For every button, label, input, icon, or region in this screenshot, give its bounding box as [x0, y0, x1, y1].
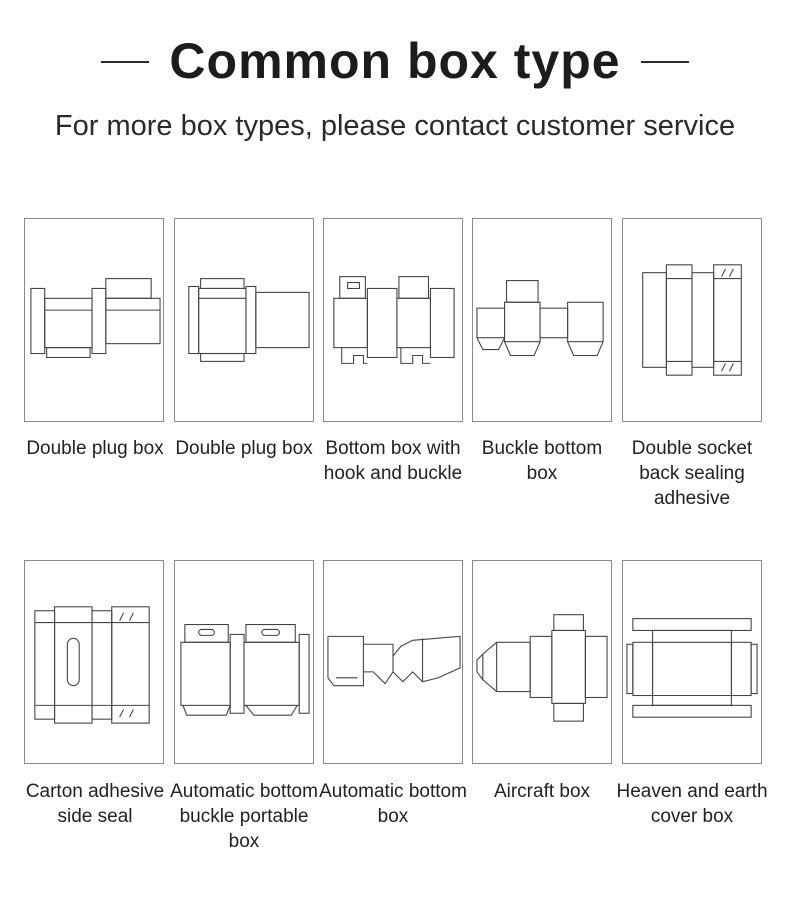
box-label: Double plug box: [26, 438, 164, 459]
title-divider-right: [641, 61, 689, 63]
page-subtitle: For more box types, please contact custo…: [54, 110, 736, 142]
box-card-cover: [622, 560, 762, 764]
double-plug-box-diagram-alt-icon: [188, 278, 310, 362]
double-plug-box-diagram-icon: [30, 278, 161, 358]
box-label: Double socket back sealing adhesive: [631, 438, 753, 509]
box-label: Bottom box with hook and buckle: [323, 438, 463, 484]
double-socket-box-diagram-icon: [642, 264, 742, 376]
box-label: Carton adhesive side seal: [25, 781, 165, 827]
cover-box-diagram-icon: [626, 618, 758, 718]
title-row: Common box type: [0, 30, 790, 92]
box-label: Heaven and earth cover box: [616, 781, 768, 827]
box-card-aircraft: [472, 560, 612, 764]
box-label: Automatic bottom box: [319, 781, 467, 827]
hook-buckle-bottom-box-diagram-icon: [333, 276, 455, 364]
box-card-hook-buckle: [323, 218, 463, 422]
box-card-automatic-bottom: [323, 560, 463, 764]
page-title: Common box type: [169, 33, 621, 89]
box-card-side-seal: [24, 560, 164, 764]
box-card-buckle-bottom: [472, 218, 612, 422]
side-seal-carton-diagram-icon: [34, 606, 150, 724]
box-label: Aircraft box: [493, 781, 591, 802]
portable-box-diagram-icon: [180, 624, 310, 716]
box-card-double-plug-2: [174, 218, 314, 422]
title-divider-left: [101, 61, 149, 63]
box-card-double-plug-1: [24, 218, 164, 422]
box-label: Automatic bottom buckle portable box: [170, 781, 318, 852]
box-card-double-socket: [622, 218, 762, 422]
box-card-portable: [174, 560, 314, 764]
aircraft-box-diagram-icon: [476, 614, 608, 722]
automatic-bottom-box-diagram-icon: [327, 635, 461, 687]
buckle-bottom-box-diagram-icon: [476, 280, 604, 357]
box-label: Buckle bottom box: [481, 438, 603, 484]
box-label: Double plug box: [175, 438, 313, 459]
